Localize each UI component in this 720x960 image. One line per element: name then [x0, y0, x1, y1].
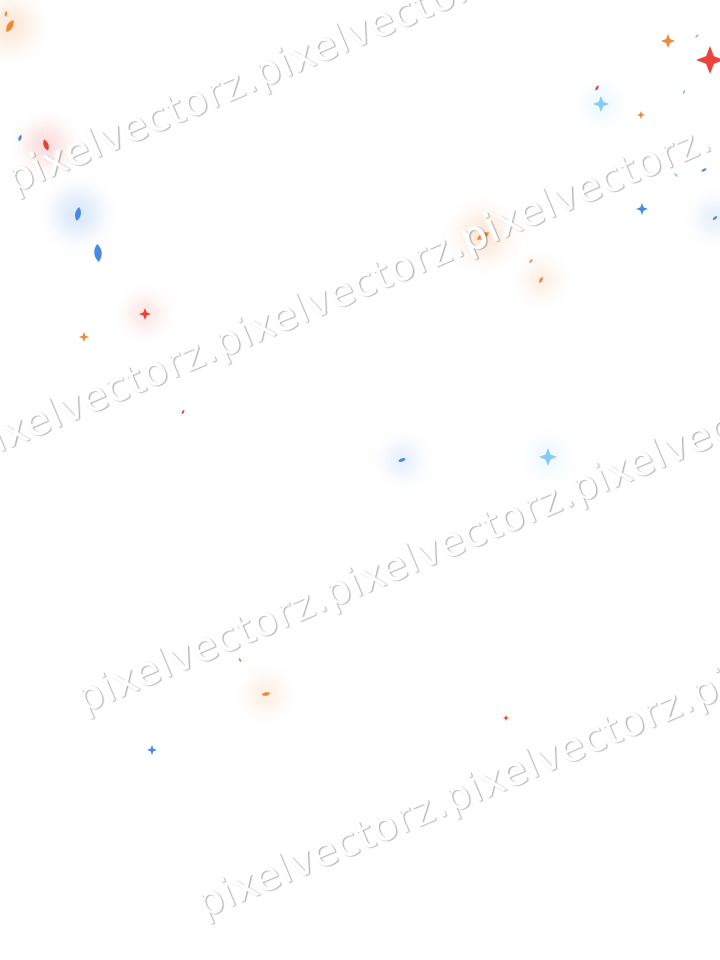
confetti-petal: [674, 173, 678, 177]
confetti-petal: [0, 3, 33, 49]
star-shape: [539, 448, 557, 466]
confetti-star: [637, 111, 645, 119]
petal-shape: [4, 11, 8, 17]
petal-shape: [6, 19, 14, 33]
confetti-glow: [0, 3, 33, 49]
star-shape: [593, 96, 609, 112]
petal-shape: [682, 89, 686, 95]
petal-shape: [476, 232, 490, 240]
petal-shape: [595, 85, 599, 91]
confetti-petal: [181, 409, 185, 415]
star-shape: [637, 111, 645, 119]
star-shape: [636, 203, 648, 215]
confetti-petal: [94, 244, 102, 262]
petal-shape: [18, 134, 22, 142]
confetti-star: [131, 300, 159, 328]
petal-shape: [261, 692, 271, 696]
confetti-petal: [238, 657, 242, 663]
confetti-star: [661, 34, 675, 48]
petal-shape: [398, 458, 406, 462]
confetti-star: [107, 381, 113, 387]
petal-shape: [674, 173, 678, 177]
star-shape: [696, 46, 720, 74]
confetti-petal: [701, 168, 707, 172]
confetti-petal: [55, 191, 101, 237]
petal-shape: [43, 139, 49, 151]
petal-shape: [75, 207, 81, 221]
star-shape: [661, 34, 675, 48]
petal-shape: [701, 168, 707, 172]
petal-shape: [529, 259, 533, 263]
petal-shape: [238, 657, 242, 663]
confetti-petal: [26, 125, 66, 165]
confetti-petal: [251, 679, 281, 709]
confetti-star: [533, 442, 563, 472]
confetti-star: [636, 203, 648, 215]
star-shape: [79, 332, 89, 342]
star-shape: [147, 745, 157, 755]
confetti-star: [503, 715, 509, 721]
petal-shape: [695, 34, 699, 38]
confetti-petal: [388, 446, 416, 474]
confetti-star: [696, 46, 720, 74]
confetti-petal: [18, 134, 22, 142]
confetti-star: [79, 332, 89, 342]
confetti-star: [587, 90, 615, 118]
confetti-petal: [695, 34, 699, 38]
petal-shape: [181, 409, 185, 415]
petal-shape: [712, 216, 718, 220]
confetti-petal: [595, 85, 599, 91]
confetti-star: [147, 745, 157, 755]
confetti-petal: [460, 213, 506, 259]
petal-shape: [539, 276, 543, 284]
star-shape: [503, 715, 509, 721]
confetti-petal: [701, 204, 720, 232]
star-shape: [107, 381, 113, 387]
star-shape: [139, 308, 151, 320]
confetti-petal: [4, 11, 8, 17]
confetti-petal: [527, 266, 555, 294]
confetti-petal: [529, 259, 533, 263]
confetti-petal: [682, 89, 686, 95]
petal-shape: [94, 244, 102, 262]
